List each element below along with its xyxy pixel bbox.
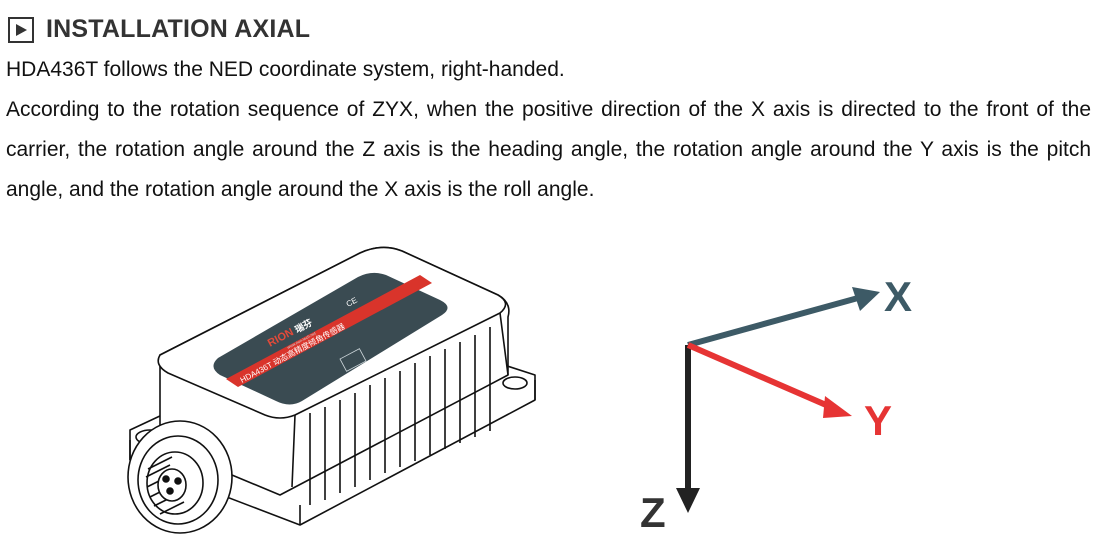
rotation-sequence-text: According to the rotation sequence of ZY…	[6, 98, 1091, 201]
y-axis-label: Y	[864, 397, 892, 444]
y-axis-line	[686, 342, 835, 411]
axes-diagram: X Y Z	[640, 273, 912, 536]
y-axis-arrow	[823, 396, 852, 418]
z-axis-label: Z	[640, 489, 666, 536]
installation-figure: RION 瑞芬 www.rion-tech.net CE HDA436T 动态高…	[0, 225, 1113, 552]
z-axis-arrow	[676, 488, 700, 513]
x-axis-arrow	[852, 287, 880, 311]
x-axis-line	[687, 295, 859, 348]
sensor-device-image: RION 瑞芬 www.rion-tech.net CE HDA436T 动态高…	[127, 246, 536, 534]
x-axis-label: X	[884, 273, 912, 320]
section-title: INSTALLATION AXIAL	[46, 15, 311, 43]
play-icon	[8, 16, 34, 43]
coordinate-system-text: HDA436T follows the NED coordinate syste…	[6, 58, 565, 81]
section-heading: INSTALLATION AXIAL	[8, 15, 310, 44]
axis-mark-icon	[339, 348, 367, 372]
